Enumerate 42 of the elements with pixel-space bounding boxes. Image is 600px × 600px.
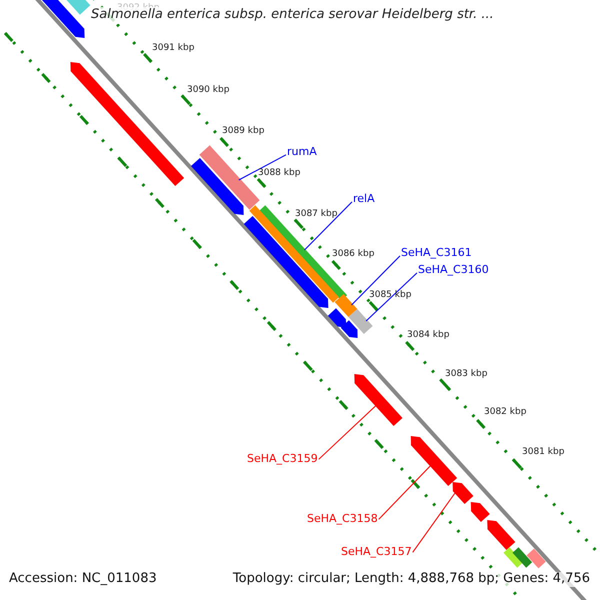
- gene-bar: [487, 520, 516, 550]
- leader-line: [366, 272, 418, 322]
- tick-label: 3084 kbp: [407, 330, 450, 340]
- gene-bar: [328, 308, 346, 328]
- leader-line: [318, 404, 378, 460]
- gene-bar: [452, 482, 474, 504]
- gene-label: rumA: [287, 146, 317, 159]
- leader-line: [304, 201, 352, 250]
- gene-bar: [354, 374, 402, 426]
- leader-line: [351, 255, 400, 306]
- gene-bar: [410, 436, 458, 486]
- gene-bar: [340, 320, 358, 338]
- leader-line: [412, 492, 456, 553]
- gene-bar: [526, 548, 546, 568]
- tick-label: 3082 kbp: [484, 407, 526, 418]
- gene-bar: [244, 216, 328, 308]
- gene-label: SeHA_C3161: [401, 247, 472, 260]
- tick-label: 3085 kbp: [369, 290, 412, 300]
- gene-bar: [191, 158, 244, 215]
- gene-bar: [334, 294, 358, 317]
- gene-label: SeHA_C3160: [418, 264, 489, 277]
- tick-label: 3089 kbp: [222, 126, 264, 136]
- gene-bar: [470, 502, 490, 522]
- gene-label: SeHA_C3159: [247, 453, 318, 466]
- accession-text: Accession: NC_011083: [9, 572, 157, 587]
- gene-bar: [70, 62, 184, 186]
- leader-line: [238, 154, 286, 180]
- gene-bar: [512, 547, 532, 568]
- tick-label: 3081 kbp: [522, 447, 564, 458]
- tick-label: 3087 kbp: [295, 209, 338, 220]
- genome-info-text: Topology: circular; Length: 4,888,768 bp; Genes: 4,756: [232, 572, 590, 587]
- gene-bar: [348, 309, 373, 334]
- gene-label: SeHA_C3157: [341, 546, 412, 559]
- tick-label: 3091 kbp: [152, 43, 194, 54]
- tick-label: 3090 kbp: [187, 85, 230, 96]
- gene-bar: [199, 145, 260, 210]
- gene-label: SeHA_C3158: [307, 513, 378, 526]
- tick-label: 3083 kbp: [445, 369, 488, 380]
- tick-label: 3086 kbp: [332, 249, 374, 260]
- leader-line: [378, 464, 432, 520]
- gene-label: relA: [353, 193, 375, 206]
- tick-label: 3088 kbp: [258, 168, 300, 178]
